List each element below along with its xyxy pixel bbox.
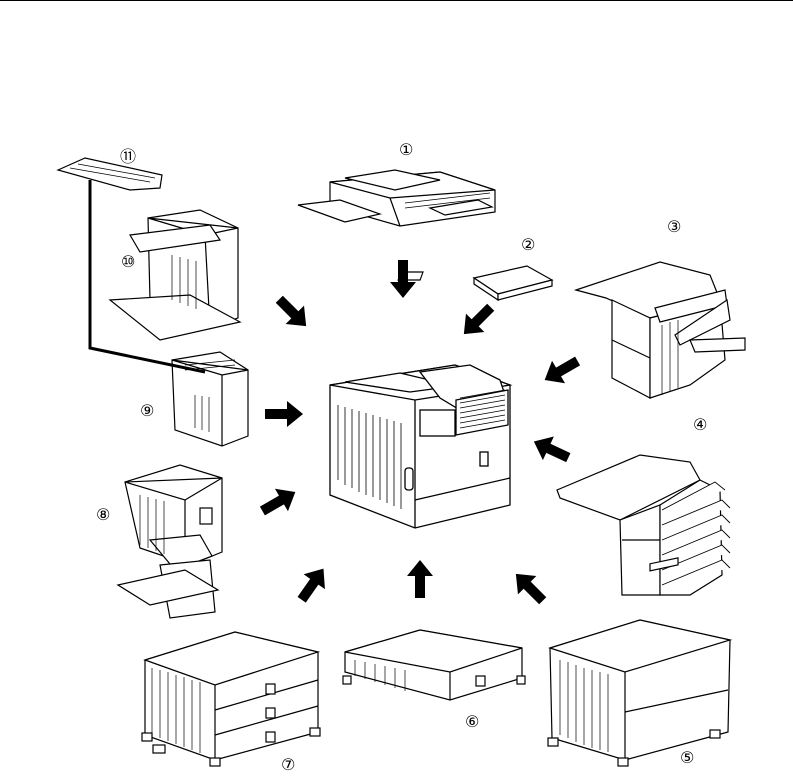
arrow-from-6 xyxy=(407,560,433,598)
arrow-from-2 xyxy=(455,298,500,343)
main-printer xyxy=(330,365,510,528)
arrow-from-8 xyxy=(256,481,302,523)
option-1-document-feeder xyxy=(298,170,495,226)
callout-1: ① xyxy=(399,140,413,159)
callout-8: ⑧ xyxy=(96,505,110,524)
arrow-from-10 xyxy=(270,290,315,335)
option-8-saddle-finisher xyxy=(118,465,222,618)
callout-9: ⑨ xyxy=(140,401,154,420)
callout-2: ② xyxy=(521,235,535,254)
option-7-stand-with-trays xyxy=(142,632,320,766)
arrow-from-4 xyxy=(528,430,573,470)
arrow-from-9 xyxy=(265,401,303,427)
callout-4: ④ xyxy=(693,415,707,434)
arrow-from-7 xyxy=(291,561,334,607)
option-10-exit-tray-unit xyxy=(110,210,240,340)
callout-6: ⑥ xyxy=(465,712,479,731)
option-6-paper-feed-unit xyxy=(343,630,525,700)
option-3-finisher xyxy=(576,262,745,398)
option-2-module xyxy=(398,266,552,300)
arrow-from-5 xyxy=(507,565,552,610)
callout-10: ⑩ xyxy=(121,252,135,271)
callout-5: ⑤ xyxy=(680,748,694,767)
option-4-mailbox xyxy=(557,455,730,595)
callout-7: ⑦ xyxy=(281,755,295,774)
option-11-tray xyxy=(58,158,162,190)
arrow-from-3 xyxy=(538,350,584,392)
callout-3: ③ xyxy=(667,217,681,236)
callout-11: ⑪ xyxy=(120,147,136,166)
